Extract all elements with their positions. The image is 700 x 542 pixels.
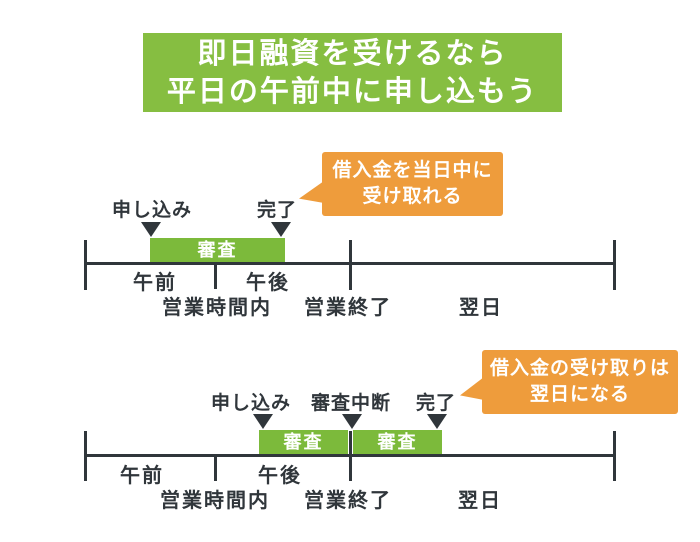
timeline1-business-close-label: 営業終了 [304,297,392,319]
timeline1-tick-start [84,240,87,290]
timeline1-callout-tail-icon [299,181,324,203]
timeline2-apply-label: 申し込み [210,393,292,414]
timeline1-screening-bar: 審査 [150,238,285,262]
timeline2-tick-end [613,431,616,481]
timeline2-pause-marker-icon [342,414,362,429]
timeline2-afternoon-label: 午後 [258,465,302,487]
timeline1-callout: 借入金を当日中に 受け取れる [322,152,503,216]
timeline1-afternoon-label: 午後 [246,272,290,294]
timeline2-callout: 借入金の受け取りは 翌日になる [482,350,678,414]
timeline2-apply-marker-icon [253,414,273,429]
timeline2-callout-tail-icon [460,377,484,400]
timeline1-done-label: 完了 [256,200,298,221]
timeline2-business-close-label: 営業終了 [304,490,392,512]
title-banner: 即日融資を受けるなら 平日の午前中に申し込もう [143,33,562,112]
timeline2-pause-label: 審査中断 [310,393,392,414]
timeline2-morning-label: 午前 [120,465,164,487]
timeline2-tick-business-end [349,431,352,481]
timeline1-tick-end [613,240,616,290]
timeline1-apply-marker-icon [141,222,161,237]
timeline2-tick-noon [214,454,217,481]
timeline2-callout-line2: 翌日になる [529,384,630,405]
timeline2-business-hours-label: 営業時間内 [160,490,270,512]
timeline1-morning-label: 午前 [133,272,177,294]
timeline1-apply-label: 申し込み [111,200,193,221]
timeline2-callout-line1: 借入金の受け取りは [489,358,670,379]
timeline1-tick-noon [214,262,217,289]
timeline2-screening-bar-1: 審査 [259,430,348,454]
timeline1-done-marker-icon [271,222,291,237]
timeline1-callout-line2: 受け取れる [362,186,463,207]
timeline1-next-day-label: 翌日 [459,297,503,319]
timeline1-business-hours-label: 営業時間内 [162,297,272,319]
timeline2-screening-bar-2: 審査 [353,430,442,454]
timeline1-callout-line1: 借入金を当日中に [332,160,493,181]
title-line-2: 平日の午前中に申し込もう [166,76,539,108]
title-line-1: 即日融資を受けるなら [197,38,508,70]
timeline2-done-marker-icon [427,414,447,429]
timeline2-tick-start [84,431,87,481]
timeline1-tick-business-end [349,240,352,290]
timeline2-done-label: 完了 [415,393,457,414]
timeline2-next-day-label: 翌日 [458,490,502,512]
